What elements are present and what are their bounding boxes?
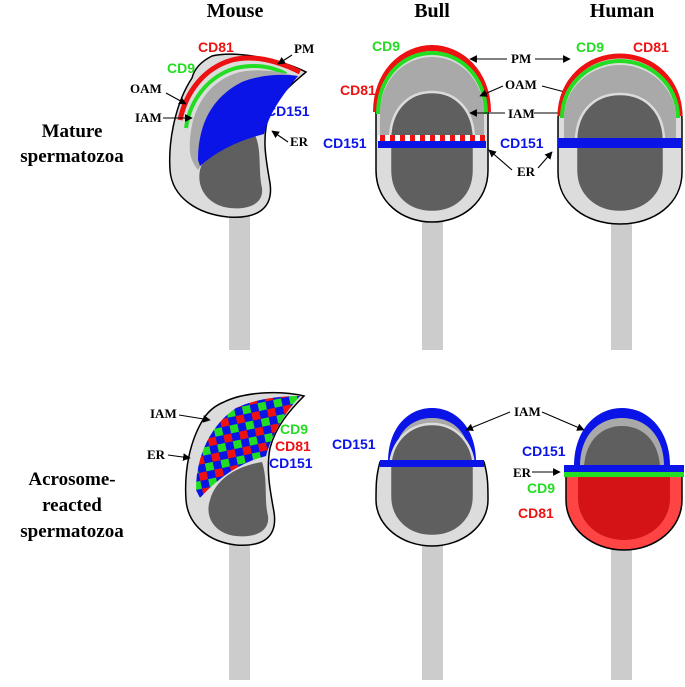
human-ar-tail: [611, 545, 632, 680]
mature-label-pm: PM: [511, 51, 531, 66]
column-heading-human: Human: [590, 0, 654, 22]
human-ar-sperm: [564, 408, 684, 680]
mouse-mature-label-cd151: CD151: [266, 103, 310, 119]
human-mature-sperm: [557, 53, 683, 350]
ar-arrow-iam-left: [465, 411, 511, 431]
mouse-mature-label-cd9: CD9: [167, 60, 195, 76]
human-mature-label-cd9: CD9: [576, 39, 604, 55]
mouse-mature-arrow-er: [271, 130, 289, 143]
mouse-ar-label-er: ER: [147, 447, 166, 462]
human-mature-nucleus: [574, 92, 666, 214]
mouse-mature-arrow-pm: [277, 54, 293, 65]
mature-label-iam: IAM: [508, 106, 535, 121]
mouse-mature-label-pm: PM: [294, 41, 314, 56]
ar-label-cd9-human: CD9: [527, 480, 555, 496]
mouse-ar-iam-checker: [196, 396, 300, 498]
bull-mature-nucleus: [388, 90, 476, 214]
bull-ar-sperm: [375, 408, 489, 680]
ar-label-er: ER: [513, 465, 532, 480]
mouse-ar-arrow-er: [167, 453, 191, 461]
mouse-mature-iam-cd151: [198, 74, 298, 166]
ar-label-cd151-human: CD151: [522, 443, 566, 459]
bull-mature-pm-cd81: [373, 44, 491, 113]
bull-mature-er-cd151: [378, 141, 486, 148]
human-ar-nucleus-top: [584, 426, 660, 466]
mature-arrow-oam-left: [479, 85, 504, 97]
mature-label-oam: OAM: [505, 77, 537, 92]
row-heading-ar-line1: Acrosome-: [28, 469, 115, 490]
mature-label-cd151-human: CD151: [500, 135, 544, 151]
human-mature-tail: [611, 215, 632, 350]
bull-mature-sperm: [373, 44, 491, 350]
human-ar-er-cd151: [564, 465, 684, 472]
human-mature-label-cd81: CD81: [633, 39, 669, 55]
bull-ar-er-cd151: [380, 460, 484, 467]
column-heading-bull: Bull: [414, 0, 450, 22]
human-ar-er-cd9: [564, 472, 684, 477]
mouse-ar-sperm: [184, 391, 306, 680]
mouse-mature-label-iam: IAM: [135, 110, 162, 125]
bull-mature-er-cd81-dashed: [378, 135, 486, 141]
mouse-mature-label-cd81: CD81: [198, 39, 234, 55]
mouse-ar-label-cd151: CD151: [269, 455, 313, 471]
human-mature-oam-cd9: [560, 58, 680, 119]
bull-mature-label-cd9: CD9: [372, 38, 400, 54]
row-heading-mature-line2: spermatozoa: [20, 146, 124, 167]
mature-arrow-er-left: [488, 149, 513, 171]
mouse-ar-label-cd81: CD81: [275, 438, 311, 454]
mouse-ar-arrow-iam: [178, 414, 211, 423]
row-heading-mature-line1: Mature: [42, 121, 103, 142]
human-ar-nucleus-cd81: [578, 476, 670, 540]
mouse-ar-label-iam: IAM: [150, 406, 177, 421]
mouse-mature-sperm: [168, 53, 308, 350]
bull-mature-label-cd151: CD151: [323, 135, 367, 151]
bull-mature-tail: [422, 215, 443, 350]
column-heading-mouse: Mouse: [207, 0, 264, 22]
human-mature-er-cd151: [558, 138, 682, 148]
human-mature-pm-cd81: [557, 53, 683, 117]
mouse-ar-nucleus: [208, 462, 269, 537]
ar-label-cd81-human: CD81: [518, 505, 554, 521]
mouse-ar-label-cd9: CD9: [280, 421, 308, 437]
mouse-mature-oam-cd9: [184, 64, 287, 129]
mouse-mature-label-er: ER: [290, 134, 309, 149]
bull-ar-nucleus: [388, 422, 476, 538]
bull-mature-oam-cd9: [376, 50, 488, 115]
mouse-ar-tail: [229, 545, 250, 680]
ar-label-iam: IAM: [514, 404, 541, 419]
mouse-mature-arrow-oam: [165, 92, 187, 105]
bull-ar-tail: [422, 545, 443, 680]
ar-arrow-iam-right: [541, 411, 585, 431]
row-heading-ar-line3: spermatozoa: [20, 521, 124, 542]
bull-ar-label-cd151: CD151: [332, 436, 376, 452]
row-heading-ar-line2: reacted: [42, 495, 102, 516]
mature-arrow-er-right: [537, 151, 553, 169]
mouse-mature-label-oam: OAM: [130, 81, 162, 96]
mouse-mature-tail: [229, 215, 250, 350]
bull-mature-label-cd81: CD81: [340, 82, 376, 98]
mature-label-er: ER: [517, 164, 536, 179]
